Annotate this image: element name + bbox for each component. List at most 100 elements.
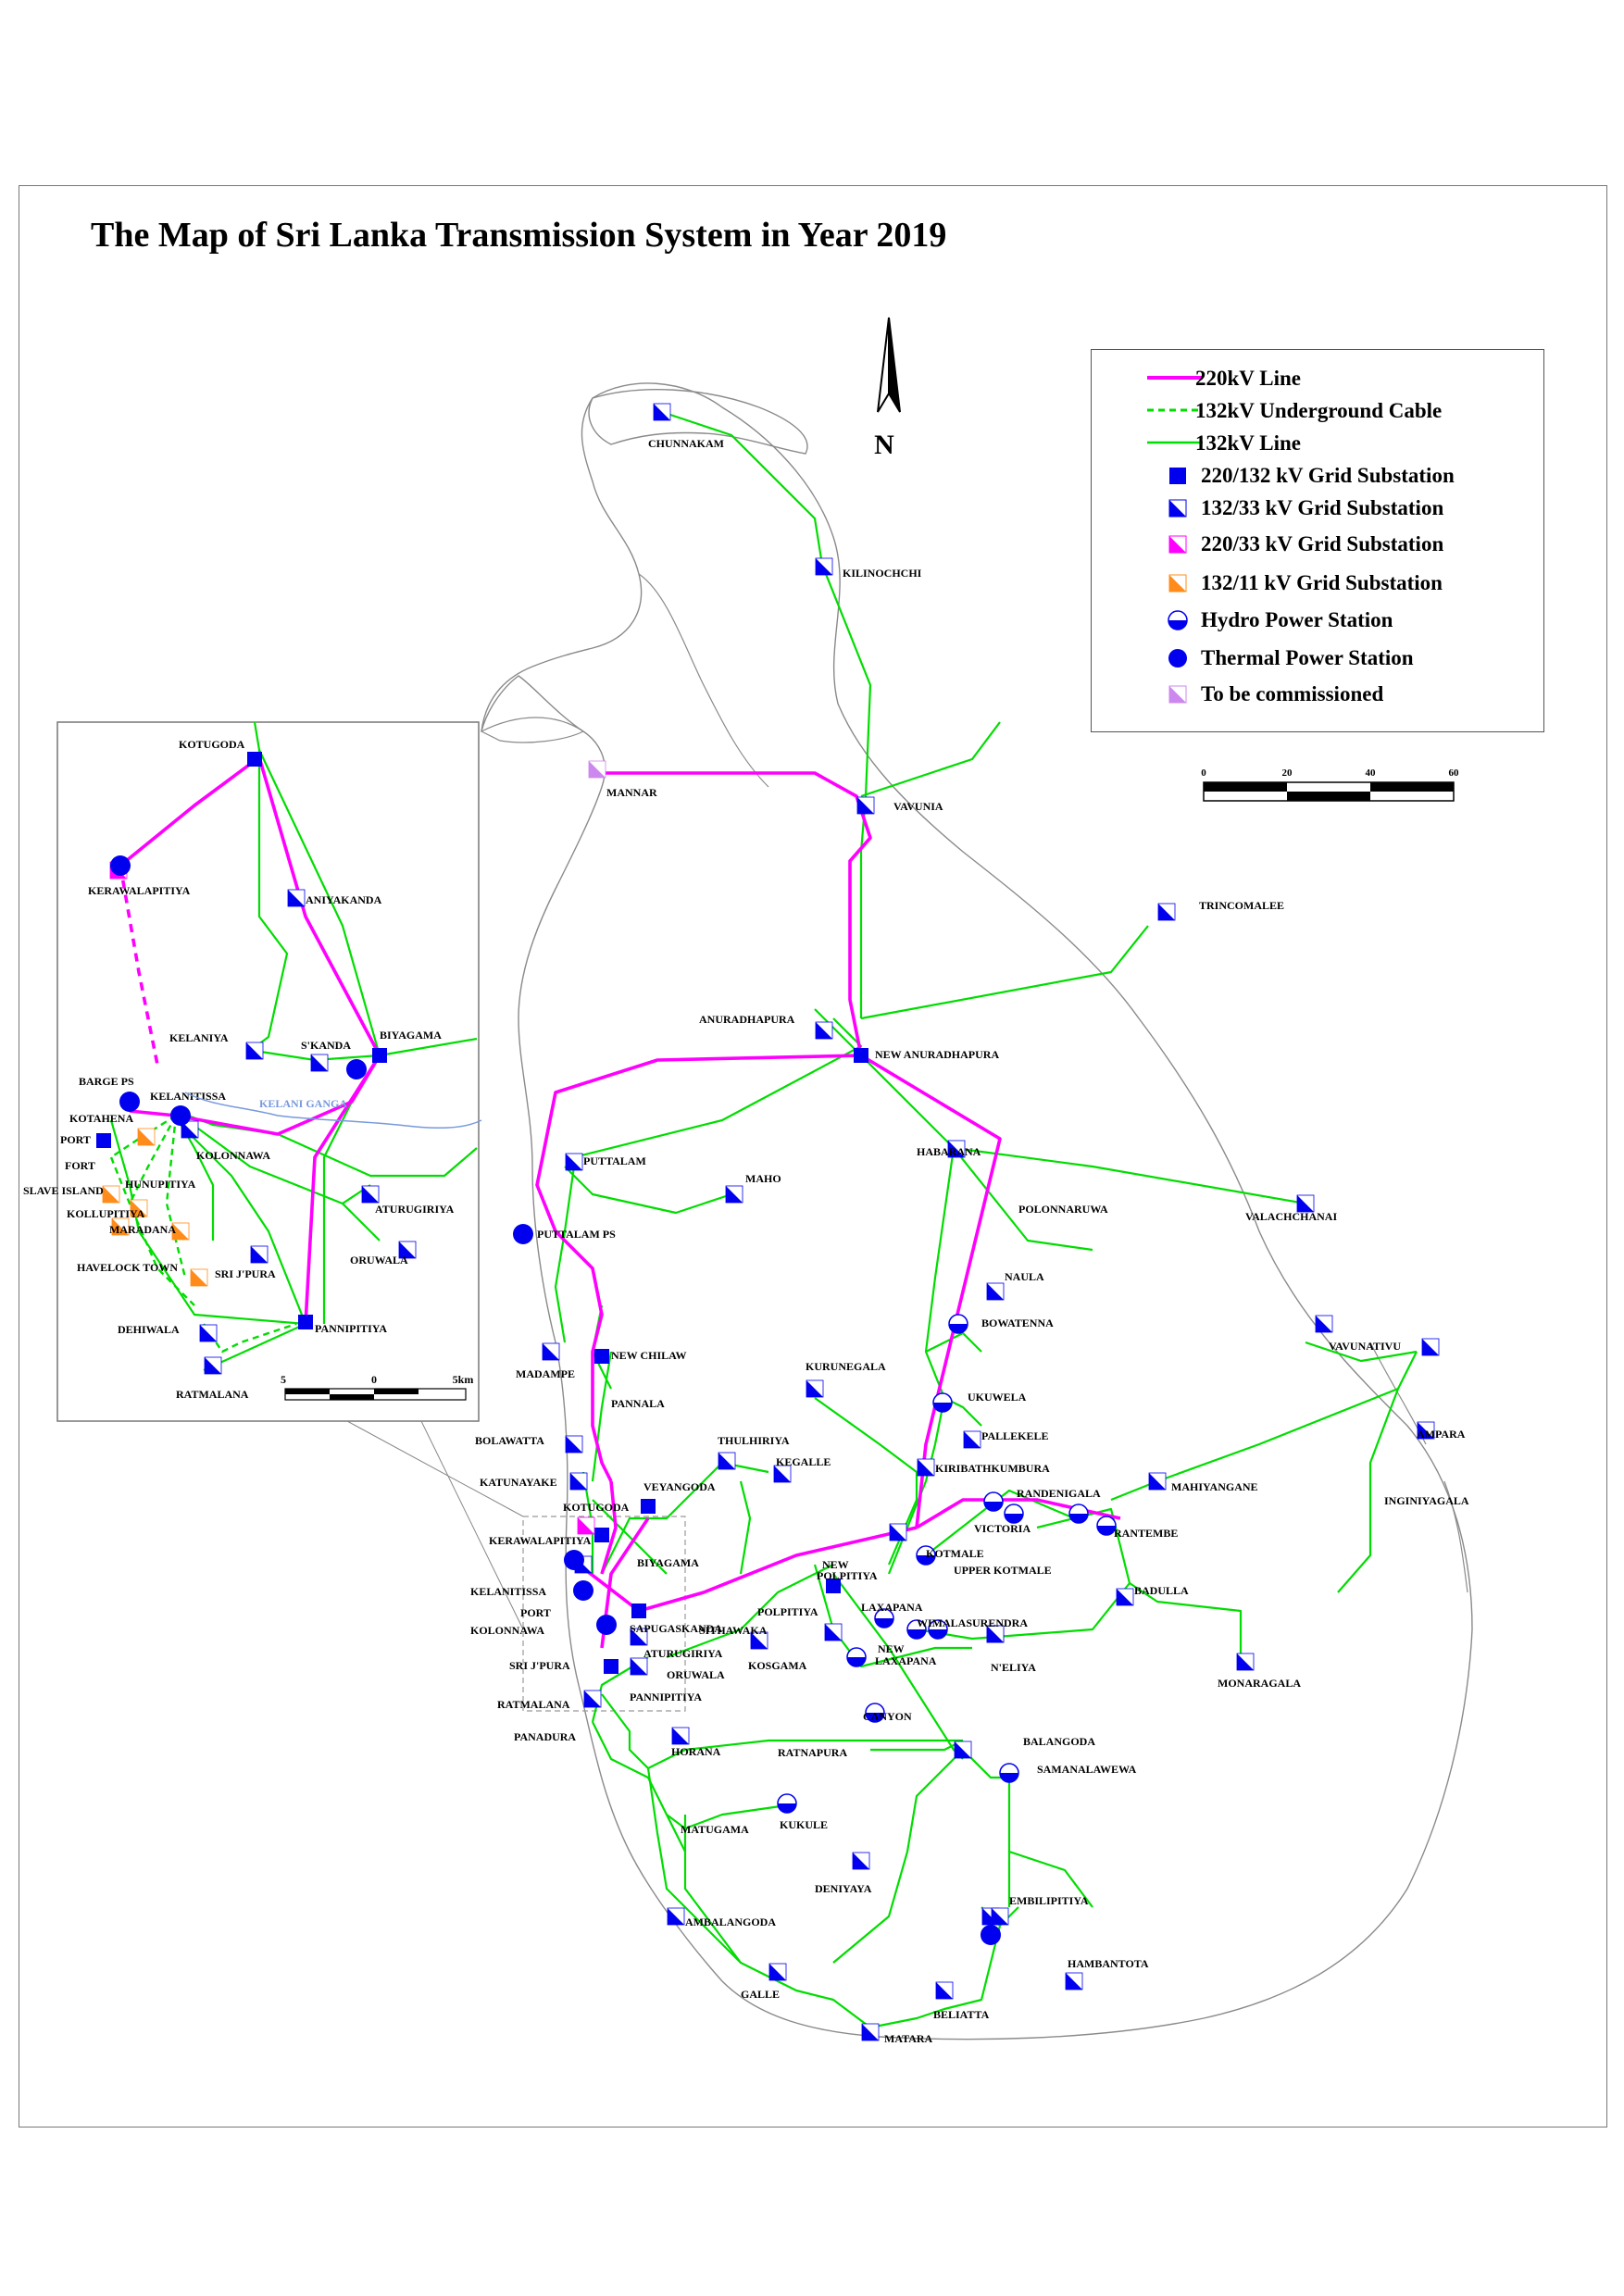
legend-item: Hydro Power Station	[1092, 606, 1543, 634]
east-lagoon	[1369, 1341, 1468, 1593]
station-label-habarana: HABARANA	[917, 1145, 981, 1158]
line-220kv	[860, 1054, 1002, 1529]
legend-item: 132/11 kV Grid Substation	[1092, 569, 1543, 597]
station-label-sapugaskanda: SAPUGASKANDA	[630, 1622, 722, 1635]
inset-scale-bar: 5 0 5km	[281, 1373, 474, 1401]
substation-220-132	[247, 752, 262, 767]
station-label-oruwala: ORUWALA	[667, 1668, 725, 1681]
callout-line-top	[346, 1420, 524, 1517]
thermal-power-station	[513, 1224, 533, 1244]
line-132kv	[573, 1017, 863, 1159]
substation-132-33	[1148, 1472, 1167, 1491]
hydro-power-station	[865, 1703, 885, 1723]
inset-label-kelaniya: KELANIYA	[169, 1031, 229, 1044]
line-132kv	[814, 1397, 918, 1566]
station-label-ukuwela: UKUWELA	[968, 1391, 1027, 1404]
thermal-power-station	[346, 1059, 367, 1079]
substation-132-33	[1417, 1421, 1435, 1440]
tri-magenta-swatch	[1168, 535, 1187, 554]
substation-132-33	[856, 796, 875, 815]
station-label-new_anuradhapura: NEW ANURADHAPURA	[875, 1048, 999, 1061]
substation-132-33	[671, 1727, 690, 1745]
hydro-power-station	[999, 1763, 1019, 1783]
substation-132-33	[1236, 1653, 1255, 1671]
substation-132-33	[287, 889, 306, 907]
substation-132-33	[917, 1458, 935, 1477]
station-label-chunnakam: CHUNNAKAM	[648, 437, 724, 450]
map-legend: 220kV Line 132kV Underground Cable 132kV…	[1091, 349, 1544, 732]
substation-132-33	[986, 1625, 1005, 1643]
half-circle-swatch	[1168, 610, 1188, 630]
map-frame	[19, 185, 1607, 2128]
station-label-sri_jpura: SRI J'PURA	[509, 1659, 570, 1672]
station-label-panadura: PANADURA	[514, 1730, 576, 1743]
substation-132-11	[137, 1128, 156, 1146]
station-label-neliya: N'ELIYA	[991, 1661, 1036, 1674]
station-label-kolonnawa: KOLONNAWA	[470, 1624, 544, 1637]
inset-label-kotahena: KOTAHENA	[69, 1112, 133, 1125]
station-label-trincomalee: TRINCOMALEE	[1199, 899, 1284, 912]
substation-132-33	[1421, 1338, 1440, 1356]
inset-label-kotugoda: KOTUGODA	[179, 738, 245, 751]
station-label-kukule: KUKULE	[780, 1818, 828, 1831]
inset-label-port: PORT	[60, 1133, 91, 1146]
inset-line-132kv	[109, 1119, 306, 1326]
station-label-katunayake: KATUNAYAKE	[480, 1476, 557, 1489]
hydro-power-station	[948, 1314, 968, 1334]
legend-item: 132kV Underground Cable	[1092, 397, 1543, 425]
station-label-embilipitiya: EMBILIPITIYA	[1009, 1894, 1089, 1907]
line-132kv	[832, 1749, 964, 1964]
substation-132-33	[1065, 1972, 1083, 1990]
substation-220-132	[594, 1349, 609, 1364]
station-label-pannala: PANNALA	[611, 1397, 665, 1410]
cable-132-swatch	[1147, 408, 1203, 412]
station-label-canyon: CANYON	[863, 1710, 912, 1723]
inset-scale-tick-5: 5	[281, 1373, 286, 1386]
line-132kv	[666, 1803, 788, 1830]
station-label-matugama: MATUGAMA	[681, 1823, 749, 1836]
substation-132-33	[565, 1435, 583, 1454]
inset-frame	[56, 721, 480, 1422]
station-label-ratnapura: RATNAPURA	[778, 1746, 847, 1759]
station-label-polonnaruwa: POLONNARUWA	[1018, 1203, 1108, 1216]
inset-line-132kv	[379, 1037, 478, 1057]
thermal-power-station	[119, 1092, 140, 1112]
station-label-kotugoda: KOTUGODA	[563, 1501, 630, 1514]
line-132kv	[860, 925, 1149, 1020]
station-label-new_polpitiya_a: NEW	[822, 1558, 849, 1571]
legend-item: 220/33 kV Grid Substation	[1092, 530, 1543, 558]
substation-132-33	[361, 1185, 380, 1204]
inset-label-dehiwala: DEHIWALA	[118, 1323, 180, 1336]
inset-scale-tick-5km: 5km	[453, 1373, 474, 1386]
substation-220-132	[631, 1603, 646, 1618]
cable-132kv	[165, 1115, 187, 1279]
hydro-power-station	[777, 1793, 797, 1814]
tri-violet-swatch	[1168, 685, 1187, 704]
hydro-power-station	[983, 1491, 1004, 1512]
line-132kv	[1337, 1351, 1418, 1593]
substation-132-33	[565, 1153, 583, 1171]
station-label-badulla: BADULLA	[1134, 1584, 1189, 1597]
legend-item: To be commissioned	[1092, 680, 1543, 708]
cable-132kv	[109, 1156, 195, 1306]
station-label-kilinochchi: KILINOCHCHI	[843, 567, 922, 580]
substation-132-33	[245, 1042, 264, 1060]
hydro-power-station	[874, 1608, 894, 1628]
substation-220-132	[96, 1133, 111, 1148]
line-132kv	[739, 1480, 752, 1575]
line-132kv	[666, 1564, 834, 1659]
station-label-monaragala: MONARAGALA	[1218, 1677, 1301, 1690]
substation-132-33	[889, 1523, 907, 1541]
substation-132-33	[653, 403, 671, 421]
substation-132-33	[750, 1631, 768, 1650]
square-blue-swatch	[1169, 468, 1186, 484]
station-label-vavunativu: VAVUNATIVU	[1329, 1340, 1401, 1353]
inset-label-pannipitiya: PANNIPITIYA	[315, 1322, 387, 1335]
station-label-kotmale: KOTMALE	[926, 1547, 984, 1560]
station-label-wimalasurendra: WIMALASURENDRA	[917, 1616, 1028, 1629]
station-label-kurunegala: KURUNEGALA	[806, 1360, 886, 1373]
substation-220-132	[594, 1528, 609, 1542]
substation-132-11	[171, 1222, 190, 1241]
station-label-anuradhapura: ANURADHAPURA	[699, 1013, 795, 1026]
legend-item: 220/132 kV Grid Substation	[1092, 462, 1543, 490]
